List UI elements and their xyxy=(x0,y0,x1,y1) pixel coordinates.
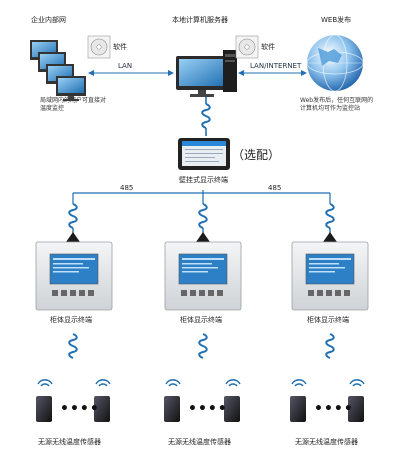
software-label-mid: 软件 xyxy=(261,43,275,51)
lan-description-line-2: 温度监控 xyxy=(40,105,65,112)
server-computer-icon xyxy=(176,50,237,97)
sensor-label-1: 无源无线温度传感器 xyxy=(38,438,101,446)
wireless-link-icon-bus-1 xyxy=(66,203,80,242)
wall-display-label: 壁挂式显示终端 xyxy=(179,176,228,184)
web-description-line-1: Web发布后，任何互联网的 xyxy=(300,97,374,104)
sensor-label-2: 无源无线温度传感器 xyxy=(168,438,231,446)
lan-monitors-icon xyxy=(30,40,86,101)
optional-label: （选配） xyxy=(232,148,281,162)
wireless-link-icon-bus-3 xyxy=(323,203,337,242)
enterprise-lan-label: 企业内部网 xyxy=(31,16,66,24)
sensor-label-3: 无源无线温度传感器 xyxy=(295,438,358,446)
cabinet-terminal-icon-3 xyxy=(291,241,369,311)
sensor-ellipsis-2: •••• xyxy=(188,401,228,417)
web-globe-icon xyxy=(306,34,364,92)
rs485-bus-line xyxy=(72,190,331,204)
lan-internet-link-arrow xyxy=(238,70,307,76)
web-publish-label: WEB发布 xyxy=(321,16,352,24)
sensor-group-icon-2 xyxy=(164,379,241,422)
wireless-link-icon-cabinet-2 xyxy=(198,333,208,359)
bus-485-label-right: 485 xyxy=(268,184,282,192)
wireless-link-icon-bus-2 xyxy=(196,203,210,242)
cabinet-terminal-icon-1 xyxy=(35,241,113,311)
sensor-ellipsis-3: •••• xyxy=(314,401,354,417)
sensor-group-icon-3 xyxy=(290,379,365,422)
lan-internet-link-label: LAN/INTERNET xyxy=(250,62,302,70)
cabinet-label-1: 柜体显示终端 xyxy=(50,316,92,324)
lan-description-line-1: 局域网内的用户可直接对 xyxy=(40,97,107,104)
bus-485-label-left: 485 xyxy=(120,184,134,192)
cabinet-label-3: 柜体显示终端 xyxy=(307,316,349,324)
sensor-group-icon-1 xyxy=(36,379,111,422)
web-description-line-2: 计算机均可作为监控站 xyxy=(300,105,361,112)
local-server-label: 本地计算机服务器 xyxy=(172,16,228,24)
web-description: Web发布后，任何互联网的 计算机均可作为监控站 xyxy=(300,97,400,113)
sensor-ellipsis-1: •••• xyxy=(60,401,100,417)
lan-link-label: LAN xyxy=(118,62,133,70)
lan-description: 局域网内的用户可直接对 温度监控 xyxy=(40,97,140,113)
tablet-display-icon xyxy=(178,138,230,170)
wireless-link-icon-server xyxy=(201,97,211,136)
software-cd-icon-left xyxy=(87,35,111,59)
lan-link-arrow xyxy=(88,70,174,76)
software-cd-icon-mid xyxy=(235,35,259,59)
cabinet-terminal-icon-2 xyxy=(164,241,242,311)
wireless-link-icon-cabinet-1 xyxy=(68,333,78,359)
cabinet-label-2: 柜体显示终端 xyxy=(180,316,222,324)
software-label-left: 软件 xyxy=(113,43,127,51)
wireless-link-icon-cabinet-3 xyxy=(325,333,335,359)
